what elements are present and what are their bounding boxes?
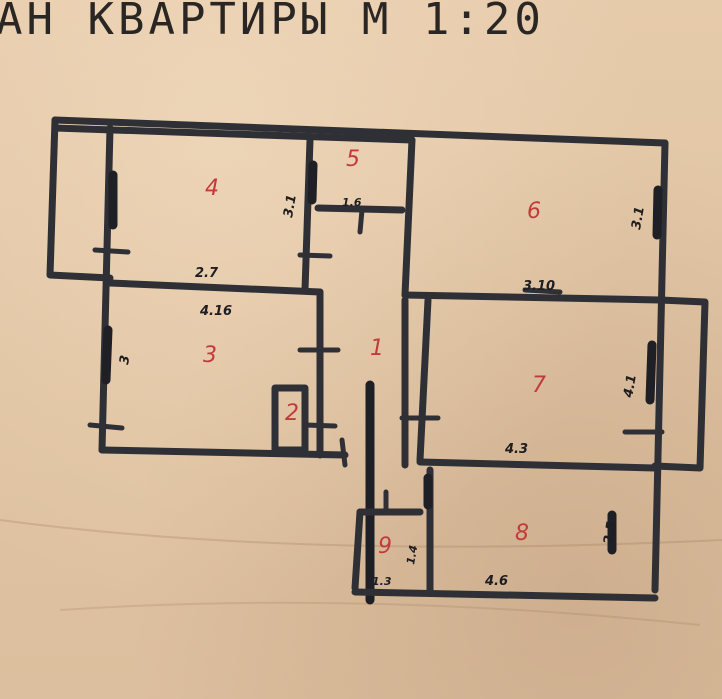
room-number-4: 4 xyxy=(205,176,219,201)
balcony-left xyxy=(46,116,114,282)
dim-room8-height: 2.5 xyxy=(601,520,620,545)
wall-room6-left xyxy=(401,136,416,299)
wall-room9-left xyxy=(351,508,364,592)
window-right-mid xyxy=(645,340,657,405)
wall-room7-left xyxy=(416,296,432,464)
dim-room4-height: 3.1 xyxy=(281,193,300,218)
room-number-6: 6 xyxy=(527,199,541,224)
wall-right xyxy=(651,139,669,594)
wall-top xyxy=(51,116,669,147)
room-number-9: 9 xyxy=(378,534,392,559)
dim-room9-width: 1.3 xyxy=(372,575,392,588)
room-number-8: 8 xyxy=(515,521,529,546)
dim-room6-height: 3.1 xyxy=(629,205,648,230)
door-tick xyxy=(297,252,333,259)
dim-room4-width: 2.7 xyxy=(195,266,219,281)
wall-room3-bottom xyxy=(98,446,349,459)
closet-room2 xyxy=(271,384,309,454)
room-number-5: 5 xyxy=(346,147,360,172)
window-left-lower xyxy=(101,325,113,385)
door-tick xyxy=(302,422,338,429)
window-tick xyxy=(87,422,125,431)
wall-top-inner xyxy=(51,124,416,144)
window-tick xyxy=(92,247,131,255)
dim-room7-height: 4.1 xyxy=(621,373,640,399)
dim-room6-width: 3.10 xyxy=(523,279,555,294)
room5-divider xyxy=(357,207,365,235)
room-number-7: 7 xyxy=(532,373,546,398)
dim-room8-width: 4.6 xyxy=(484,574,508,589)
paper-crease xyxy=(0,519,722,548)
dim-room5-width: 1.6 xyxy=(342,196,362,209)
room-number-2: 2 xyxy=(285,401,299,426)
window-right-upper xyxy=(652,185,663,240)
balcony-right xyxy=(651,296,709,472)
wall-tick xyxy=(522,287,563,295)
paper-crease xyxy=(59,601,701,626)
wall-bottom xyxy=(351,588,659,602)
plan-title: АН КВАРТИРЫ М 1:20 xyxy=(0,0,545,45)
room-number-3: 3 xyxy=(203,343,217,368)
wall-room4-room3 xyxy=(106,279,324,296)
dim-room9-height: 1.4 xyxy=(404,544,420,565)
dim-room3-height: 3 xyxy=(117,354,133,366)
door-room4 xyxy=(307,160,318,205)
wall-room4-right xyxy=(301,136,314,294)
room-number-1: 1 xyxy=(370,336,384,361)
wall-room7-bottom xyxy=(416,458,659,472)
wall-room6-bottom xyxy=(401,291,664,304)
corridor-tick xyxy=(339,437,348,468)
dim-room3-width: 4.16 xyxy=(199,304,232,319)
dim-room7-width: 4.3 xyxy=(504,442,528,457)
